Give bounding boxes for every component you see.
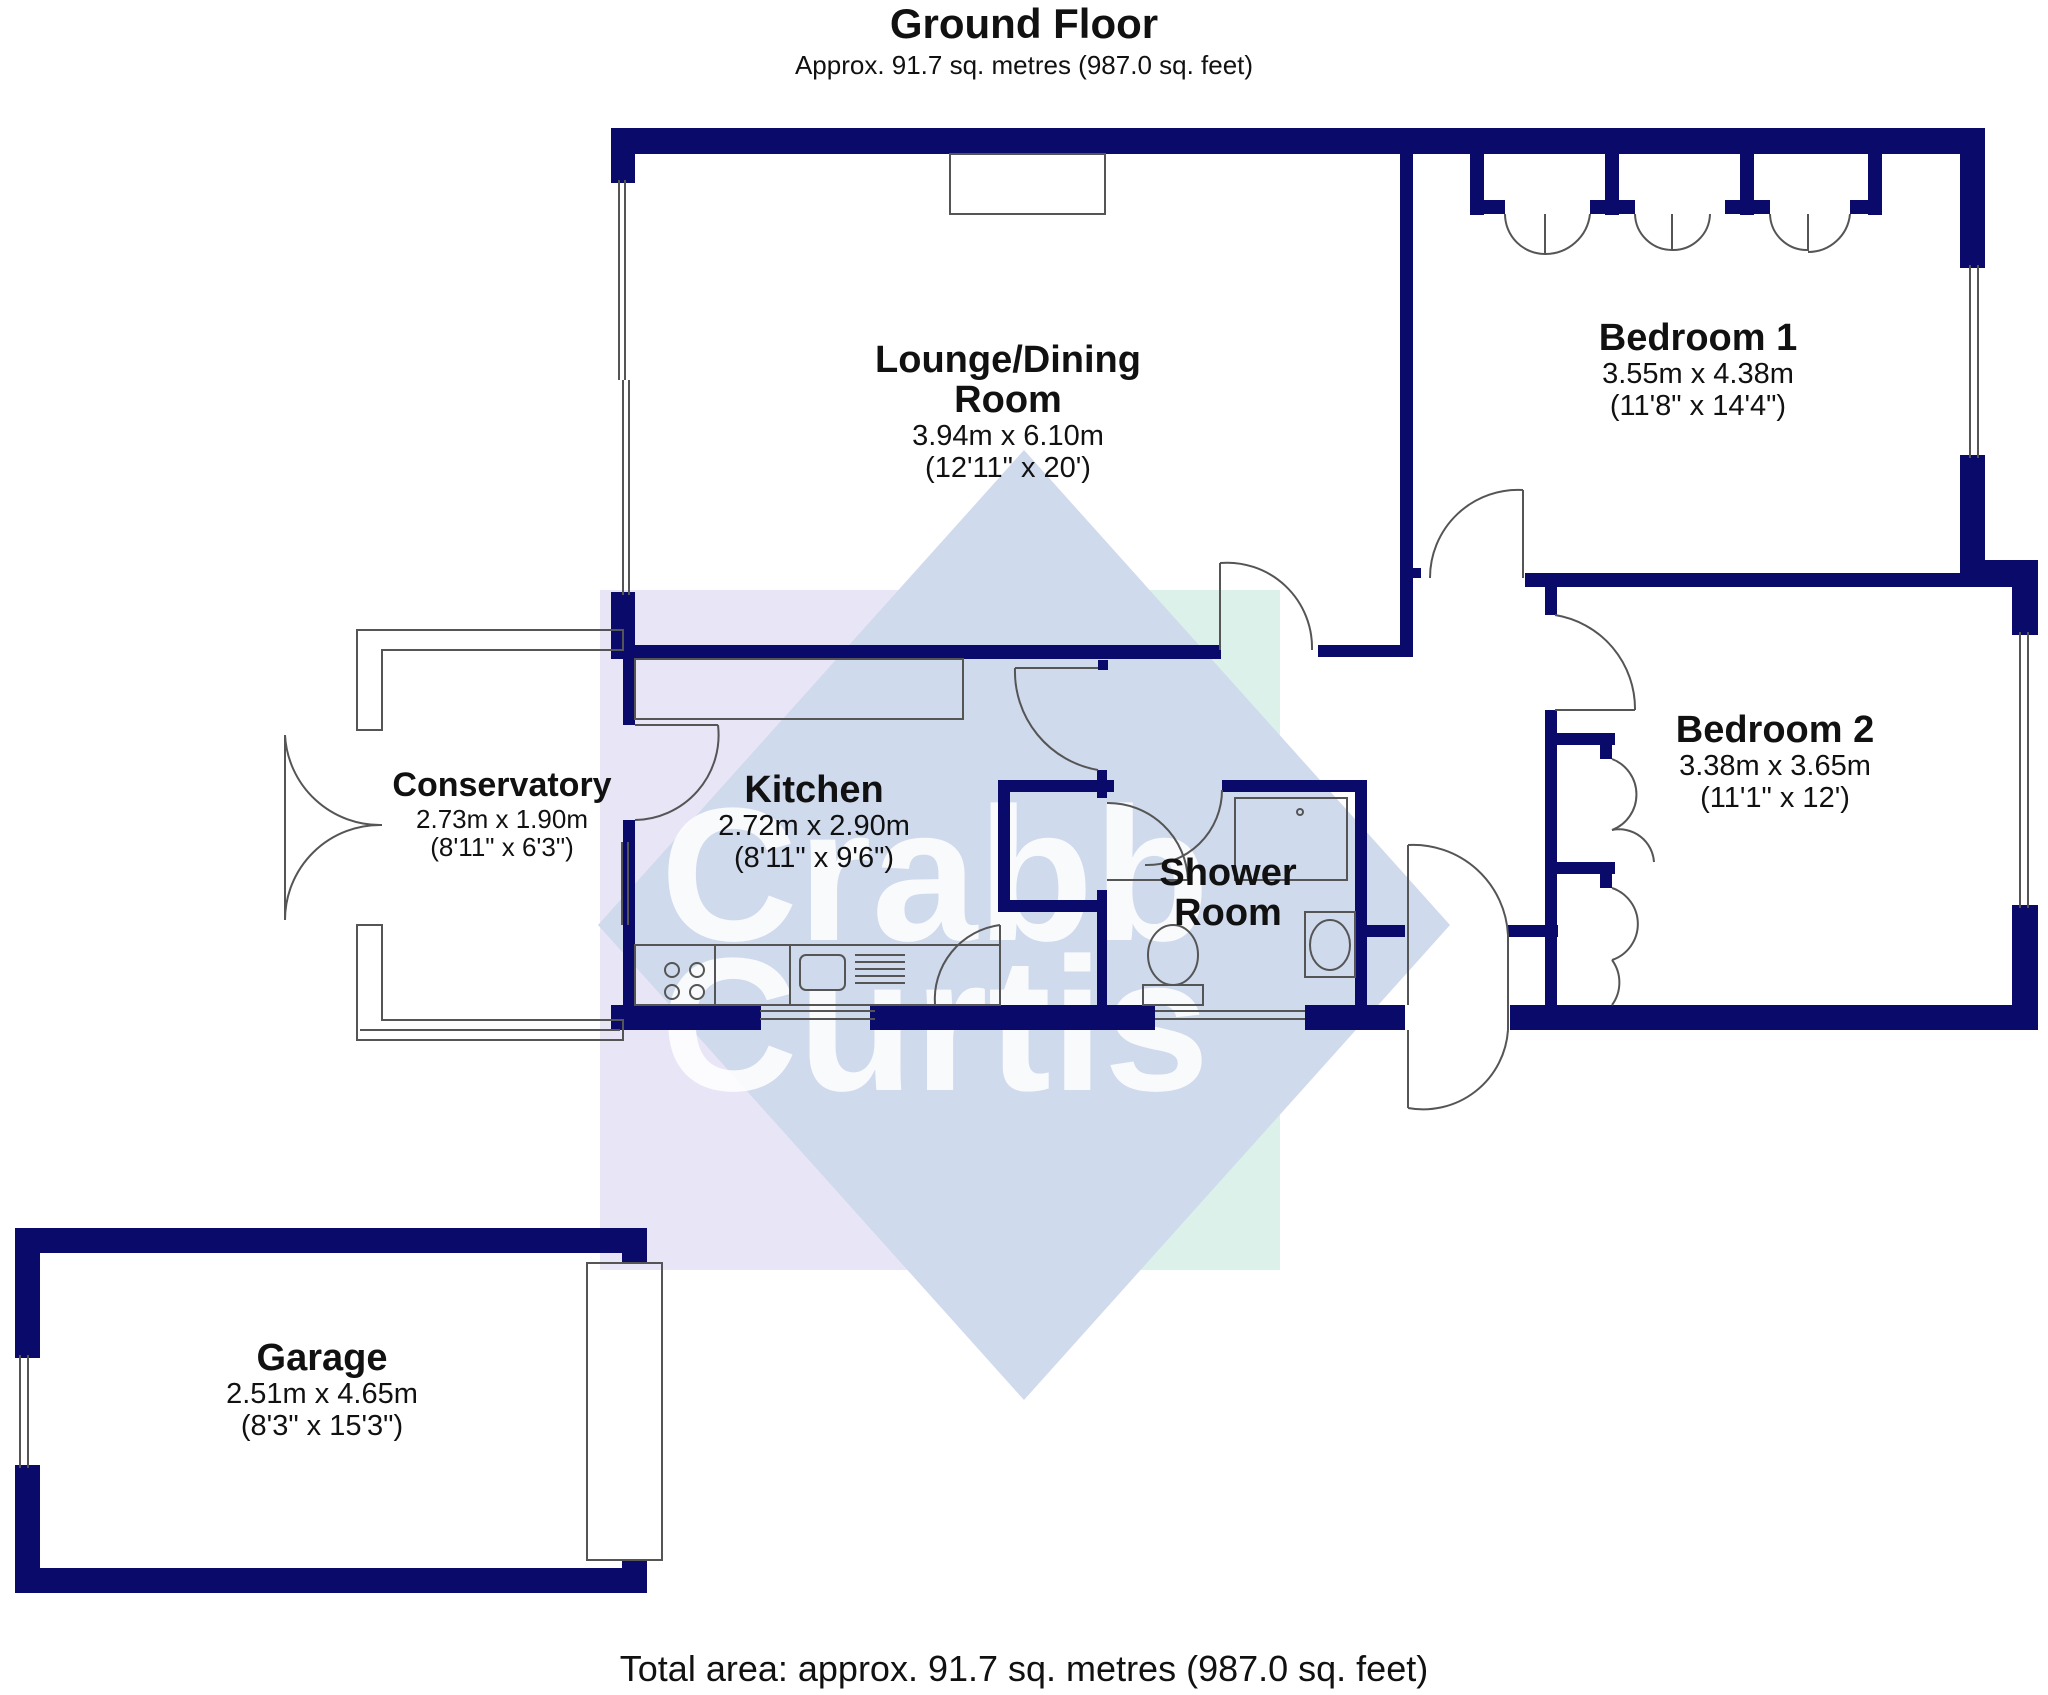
total-area: Total area: approx. 91.7 sq. metres (987… — [619, 1648, 1429, 1689]
room-label-garage: Garage 2.51m x 4.65m (8'3" x 15'3") — [226, 1338, 418, 1442]
walls — [15, 128, 2038, 1593]
floor-title: Ground Floor — [889, 0, 1159, 47]
room-name: Lounge/Dining — [875, 339, 1141, 381]
room-dimensions-metric: 3.94m x 6.10m — [912, 420, 1104, 452]
room-dimensions-imperial: (11'1" x 12') — [1700, 782, 1850, 814]
room-name: Shower — [1159, 852, 1297, 894]
room-name: Garage — [256, 1337, 388, 1379]
room-dimensions-imperial: (8'11" x 9'6") — [733, 842, 895, 874]
room-dimensions-imperial: (12'11" x 20') — [925, 452, 1091, 484]
room-dimensions-metric: 2.73m x 1.90m — [416, 804, 588, 834]
room-dimensions-metric: 3.55m x 4.38m — [1602, 358, 1794, 390]
room-dimensions-imperial: (11'8" x 14'4") — [1609, 390, 1787, 422]
room-label-bedroom2: Bedroom 2 3.38m x 3.65m (11'1" x 12') — [1676, 710, 1874, 814]
room-label-kitchen: Kitchen 2.72m x 2.90m (8'11" x 9'6") — [718, 770, 910, 874]
room-name: Bedroom 1 — [1598, 317, 1798, 359]
room-name: Room — [954, 379, 1062, 421]
room-label-lounge: Lounge/Dining Room 3.94m x 6.10m (12'11"… — [875, 340, 1141, 484]
room-name: Bedroom 2 — [1675, 709, 1875, 751]
room-label-bedroom1: Bedroom 1 3.55m x 4.38m (11'8" x 14'4") — [1599, 318, 1797, 422]
room-dimensions-imperial: (8'3" x 15'3") — [240, 1410, 404, 1442]
room-dimensions-metric: 2.72m x 2.90m — [718, 810, 910, 842]
room-dimensions-metric: 2.51m x 4.65m — [226, 1378, 418, 1410]
watermark-logo: Crabb Curtis — [598, 450, 1450, 1400]
floor-area-subtitle: Approx. 91.7 sq. metres (987.0 sq. feet) — [794, 50, 1254, 80]
room-dimensions-metric: 3.38m x 3.65m — [1679, 750, 1871, 782]
room-name: Kitchen — [744, 769, 884, 811]
room-label-shower: Shower Room — [1159, 853, 1296, 933]
room-dimensions-imperial: (8'11" x 6'3") — [430, 832, 574, 862]
room-label-conservatory: Conservatory 2.73m x 1.90m (8'11" x 6'3"… — [392, 765, 611, 861]
windows-and-fixtures — [19, 153, 2029, 1561]
room-name: Room — [1174, 892, 1282, 934]
watermark-diamond — [598, 450, 1450, 1400]
room-name: Conservatory — [392, 766, 612, 804]
